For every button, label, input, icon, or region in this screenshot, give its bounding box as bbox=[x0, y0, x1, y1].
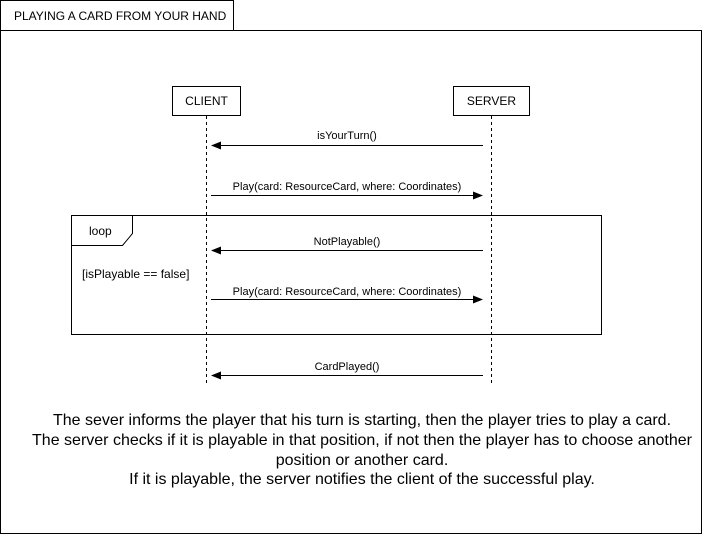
description-line-1: The sever informs the player that his tu… bbox=[53, 412, 671, 429]
server-participant-box bbox=[453, 86, 530, 116]
frame-title-tab bbox=[0, 0, 234, 31]
loop-fragment-tab bbox=[71, 215, 133, 246]
description-line-4: If it is playable, the server notifies t… bbox=[129, 471, 595, 488]
message-label-play-1: Play(card: ResourceCard, where: Coordina… bbox=[233, 181, 462, 193]
description-line-2: The server checks if it is playable in t… bbox=[32, 432, 693, 449]
loop-guard: [isPlayable == false] bbox=[82, 267, 189, 281]
client-participant-box bbox=[172, 86, 241, 116]
message-label-card-played: CardPlayed() bbox=[315, 361, 380, 373]
message-label-play-2: Play(card: ResourceCard, where: Coordina… bbox=[233, 286, 462, 298]
client-participant-label: CLIENT bbox=[185, 94, 228, 108]
server-participant-label: SERVER bbox=[467, 94, 516, 108]
description-line-3: position or another card. bbox=[276, 452, 449, 469]
loop-fragment bbox=[71, 215, 602, 335]
message-label-is-your-turn: isYourTurn() bbox=[317, 130, 377, 142]
diagram-frame bbox=[0, 30, 702, 534]
frame-title: PLAYING A CARD FROM YOUR HAND bbox=[14, 9, 227, 23]
loop-label: loop bbox=[89, 224, 112, 238]
message-label-not-playable: NotPlayable() bbox=[314, 236, 381, 248]
